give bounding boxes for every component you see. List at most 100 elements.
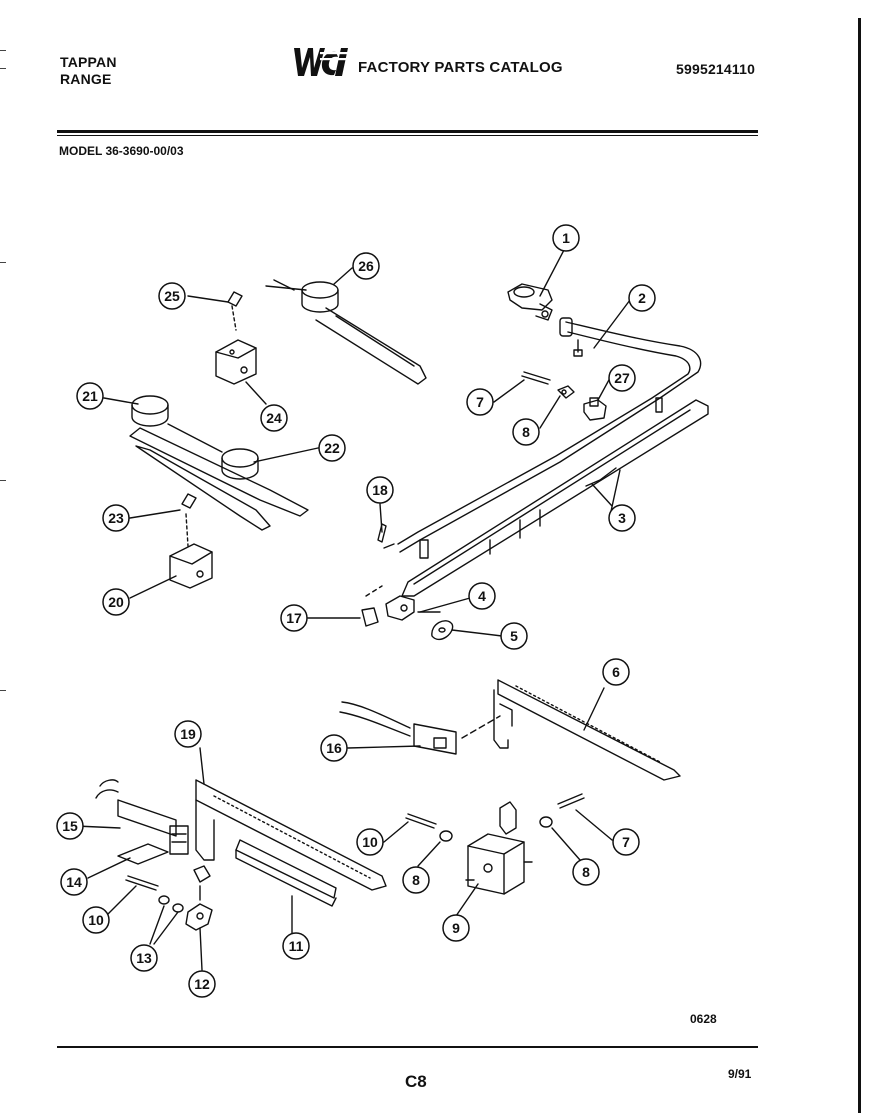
- callout-14: 14: [60, 868, 88, 896]
- callout-8-lower-right: 8: [572, 858, 600, 886]
- part-gasket: [431, 620, 454, 641]
- callout-7-lower: 7: [612, 828, 640, 856]
- svg-text:1: 1: [562, 230, 570, 246]
- callout-8-center: 8: [402, 866, 430, 894]
- svg-text:22: 22: [324, 440, 340, 456]
- svg-text:23: 23: [108, 510, 124, 526]
- part-manifold-pipe: [397, 317, 702, 553]
- margin-mark: [0, 50, 6, 51]
- svg-text:27: 27: [614, 370, 630, 386]
- svg-text:8: 8: [582, 864, 590, 880]
- part-igniter-top: [215, 291, 257, 385]
- callout-1: 1: [552, 224, 580, 252]
- callout-8: 8: [512, 418, 540, 446]
- callout-10: 10: [82, 906, 110, 934]
- callout-9: 9: [442, 914, 470, 942]
- callout-20: 20: [102, 588, 130, 616]
- svg-text:25: 25: [164, 288, 180, 304]
- svg-text:20: 20: [108, 594, 124, 610]
- catalog-title: FACTORY PARTS CATALOG: [358, 59, 563, 76]
- callout-19: 19: [174, 720, 202, 748]
- callout-17: 17: [280, 604, 308, 632]
- callout-24: 24: [260, 404, 288, 432]
- callout-7: 7: [466, 388, 494, 416]
- part-igniter: [95, 779, 189, 855]
- page-number: C8: [405, 1072, 427, 1091]
- margin-mark: [0, 262, 6, 263]
- part-spring-clip: [377, 523, 395, 549]
- part-oven-thermostat: [339, 701, 501, 755]
- callout-3: 3: [608, 504, 636, 532]
- part-igniter-shield: [117, 843, 169, 865]
- svg-text:18: 18: [372, 482, 388, 498]
- svg-text:12: 12: [194, 976, 210, 992]
- svg-text:13: 13: [136, 950, 152, 966]
- svg-text:24: 24: [266, 410, 282, 426]
- callout-5: 5: [500, 622, 528, 650]
- svg-text:6: 6: [612, 664, 620, 680]
- svg-text:19: 19: [180, 726, 196, 742]
- svg-text:5: 5: [510, 628, 518, 644]
- revision-date: 9/91: [728, 1067, 752, 1081]
- svg-text:9: 9: [452, 920, 460, 936]
- callout-16: 16: [320, 734, 348, 762]
- part-spud-lower-left: [125, 875, 184, 913]
- diagram-code: 0628: [690, 1012, 717, 1026]
- svg-text:10: 10: [362, 834, 378, 850]
- svg-text:14: 14: [66, 874, 82, 890]
- part-spud-center: [405, 813, 453, 842]
- leader-lines: [75, 249, 631, 971]
- svg-text:2: 2: [638, 290, 646, 306]
- callout-26: 26: [352, 252, 380, 280]
- svg-text:21: 21: [82, 388, 98, 404]
- svg-text:8: 8: [412, 872, 420, 888]
- catalog-number: 5995214110: [676, 61, 756, 77]
- callout-4: 4: [468, 582, 496, 610]
- model-number: MODEL 36-3690-00/03: [59, 144, 184, 158]
- svg-text:7: 7: [622, 834, 630, 850]
- product-type: RANGE: [60, 71, 112, 87]
- svg-text:16: 16: [326, 740, 342, 756]
- callout-2: 2: [628, 284, 656, 312]
- part-front-burners: [129, 395, 309, 531]
- callout-labels: 1 2 3 4 5 6 7 8 9 10 11 12 13 14 15 16 1…: [56, 224, 656, 998]
- callout-10-center: 10: [356, 828, 384, 856]
- callout-23: 23: [102, 504, 130, 532]
- part-spud-right: [539, 793, 585, 828]
- brand-block: TAPPAN RANGE: [60, 54, 117, 88]
- page-edge-line: [858, 18, 861, 1113]
- callout-18: 18: [366, 476, 394, 504]
- part-igniter-bottom: [169, 493, 213, 589]
- callout-27: 27: [608, 364, 636, 392]
- wci-logo: [294, 48, 350, 76]
- svg-text:17: 17: [286, 610, 302, 626]
- svg-text:10: 10: [88, 912, 104, 928]
- svg-text:7: 7: [476, 394, 484, 410]
- part-manifold-bracket: [401, 397, 709, 597]
- svg-text:11: 11: [289, 938, 304, 954]
- part-bracket-lower: [195, 779, 387, 891]
- svg-text:15: 15: [62, 818, 78, 834]
- callout-6: 6: [602, 658, 630, 686]
- svg-text:3: 3: [618, 510, 626, 526]
- part-valve-assembly: [507, 283, 553, 321]
- svg-text:26: 26: [358, 258, 374, 274]
- part-rear-burner: [265, 279, 427, 385]
- part-orifice-fitting: [583, 397, 607, 421]
- brand-name: TAPPAN: [60, 54, 117, 70]
- margin-mark: [0, 68, 6, 69]
- svg-text:8: 8: [522, 424, 530, 440]
- callout-13: 13: [130, 944, 158, 972]
- callout-22: 22: [318, 434, 346, 462]
- part-bracket-clip: [361, 585, 383, 627]
- header-rule: [57, 130, 758, 136]
- part-angle-bracket: [235, 839, 337, 907]
- part-thermostat-bracket: [493, 679, 681, 781]
- callout-12: 12: [188, 970, 216, 998]
- callout-25: 25: [158, 282, 186, 310]
- callout-21: 21: [76, 382, 104, 410]
- part-orifice-valve: [185, 865, 213, 931]
- part-safety-valve: [465, 801, 533, 895]
